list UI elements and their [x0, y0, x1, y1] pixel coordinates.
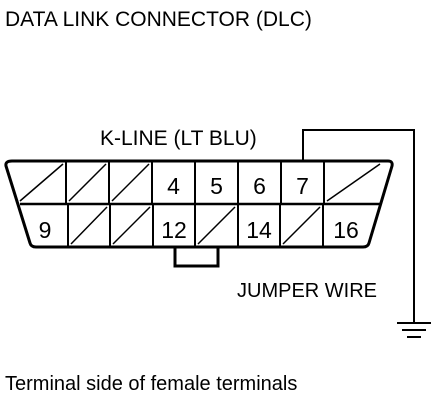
empty-terminal-slashes-top: [19, 163, 381, 202]
pin-14: 14: [246, 217, 272, 243]
connector-housing: [4, 159, 394, 249]
pin-12: 12: [161, 217, 187, 243]
bottom-row-dividers: [67, 204, 324, 247]
empty-terminal-slashes-bottom: [70, 206, 321, 245]
diagram-caption: Terminal side of female terminals: [5, 373, 297, 395]
pin-9: 9: [39, 217, 52, 243]
pin-4: 4: [167, 173, 180, 199]
jumper-wire: [302, 129, 415, 323]
connector-key-tab: [173, 247, 220, 268]
jumper-wire-label: JUMPER WIRE: [237, 280, 377, 302]
pin-6: 6: [253, 173, 266, 199]
pin-7: 7: [296, 173, 309, 199]
pin-16: 16: [333, 217, 359, 243]
ground-icon: [397, 322, 431, 338]
pin-5: 5: [210, 173, 223, 199]
kline-label: K-LINE (LT BLU): [100, 127, 257, 150]
top-row-dividers: [65, 161, 325, 204]
diagram-title: DATA LINK CONNECTOR (DLC): [5, 8, 312, 31]
